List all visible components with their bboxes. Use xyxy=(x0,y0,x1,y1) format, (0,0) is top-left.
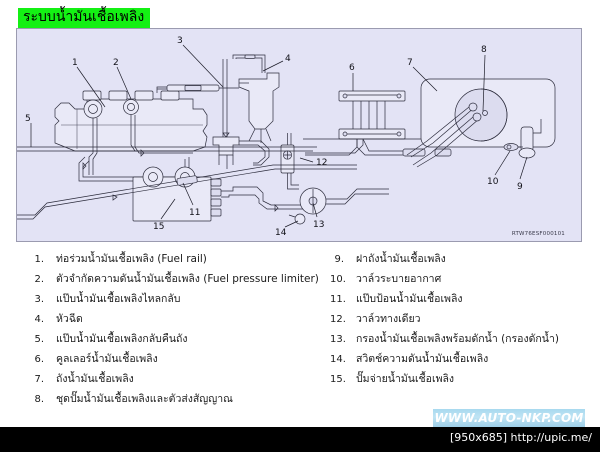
fuel-system-diagram-panel: 1 2 3 4 5 6 7 8 9 10 11 12 13 14 15 RTW7… xyxy=(16,28,582,242)
injector-assembly-graphic xyxy=(232,54,280,143)
list-item-number: 7. xyxy=(34,374,44,385)
list-item-number: 4. xyxy=(34,314,44,325)
list-item: 7. ถังน้ำมันเชื้อเพลิง xyxy=(30,370,330,390)
parts-list-left-column: 1. ท่อร่วมน้ำมันเชื้อเพลิง (Fuel rail) 2… xyxy=(30,250,330,410)
diagram-reference-code: RTW76ESF000101 xyxy=(511,231,565,237)
parts-list-right-column: 9. ฝาถังน้ำมันเชื้อเพลิง 10. วาล์วระบายอ… xyxy=(330,250,600,390)
list-item-label: หัวฉีด xyxy=(56,313,83,325)
callout-15: 15 xyxy=(153,222,164,232)
list-item-label: กรองน้ำมันเชื้อเพลิงพร้อมดักน้ำ (กรองดัก… xyxy=(356,333,559,345)
page-title: ระบบน้ำมันเชื้อเพลิง xyxy=(18,8,151,28)
return-line-graphic xyxy=(222,59,228,137)
callout-12: 12 xyxy=(316,158,327,168)
callout-numbers: 1 2 3 4 5 6 7 8 9 10 11 12 13 14 15 xyxy=(25,36,523,238)
list-item-label: ฝาถังน้ำมันเชื้อเพลิง xyxy=(356,253,446,265)
image-size-and-host-text: [950x685] http://upic.me/ xyxy=(449,431,592,444)
list-item: 14. สวิตช์ความดันน้ำมันเชื้อเพลิง xyxy=(330,350,600,370)
page-title-container: ระบบน้ำมันเชื้อเพลิง xyxy=(18,6,151,28)
list-item: 1. ท่อร่วมน้ำมันเชื้อเพลิง (Fuel rail) xyxy=(30,250,330,270)
list-item-number: 10. xyxy=(330,274,346,285)
list-item-label: ปั๊มจ่ายน้ำมันเชื้อเพลิง xyxy=(356,373,455,385)
list-item: 6. คูลเลอร์น้ำมันเชื้อเพลิง xyxy=(30,350,330,370)
callout-7: 7 xyxy=(407,58,413,68)
callout-6: 6 xyxy=(349,63,355,73)
callout-2: 2 xyxy=(113,58,119,68)
list-item: 13. กรองน้ำมันเชื้อเพลิงพร้อมดักน้ำ (กรอ… xyxy=(330,330,600,350)
list-item-label: วาล์วทางเดียว xyxy=(356,313,421,325)
callout-8: 8 xyxy=(481,45,487,55)
list-item: 8. ชุดปั๊มน้ำมันเชื้อเพลิงและตัวส่งสัญญา… xyxy=(30,390,330,410)
list-item: 4. หัวฉีด xyxy=(30,310,330,330)
callout-leaders xyxy=(30,44,528,228)
callout-10: 10 xyxy=(487,177,499,187)
list-item-number: 3. xyxy=(34,294,44,305)
callout-14: 14 xyxy=(275,228,287,238)
list-item-label: แป๊บน้ำมันเชื้อเพลิงไหลกลับ xyxy=(56,293,181,305)
site-watermark: WWW.AUTO-NKP.COM xyxy=(433,409,585,427)
list-item-label: ตัวจำกัดความดันน้ำมันเชื้อเพลิง (Fuel pr… xyxy=(56,273,319,285)
list-item: 3. แป๊บน้ำมันเชื้อเพลิงไหลกลับ xyxy=(30,290,330,310)
list-item-label: แป๊บป้อนน้ำมันเชื้อเพลิง xyxy=(356,293,463,305)
fuel-rail-graphic xyxy=(156,84,239,93)
callout-4: 4 xyxy=(285,54,291,64)
list-item-number: 6. xyxy=(34,354,44,365)
fuel-filter-graphic xyxy=(249,186,389,225)
list-item-number: 15. xyxy=(330,374,346,385)
list-item: 15. ปั๊มจ่ายน้ำมันเชื้อเพลิง xyxy=(330,370,600,390)
feed-pipe-graphic xyxy=(17,164,357,220)
list-item: 9. ฝาถังน้ำมันเชื้อเพลิง xyxy=(330,250,600,270)
callout-9: 9 xyxy=(517,182,523,192)
list-item-number: 12. xyxy=(330,314,346,325)
supply-lines-graphic xyxy=(78,115,230,182)
list-item-label: ท่อร่วมน้ำมันเชื้อเพลิง (Fuel rail) xyxy=(56,253,207,265)
callout-3: 3 xyxy=(177,36,183,46)
list-item-label: ชุดปั๊มน้ำมันเชื้อเพลิงและตัวส่งสัญญาณ xyxy=(56,393,233,405)
list-item-label: สวิตช์ความดันน้ำมันเชื้อเพลิง xyxy=(356,353,489,365)
site-watermark-text: WWW.AUTO-NKP.COM xyxy=(434,411,584,425)
list-item: 10. วาล์วระบายอากาศ xyxy=(330,270,600,290)
callout-13: 13 xyxy=(313,220,324,230)
callout-11: 11 xyxy=(189,208,200,218)
list-item-number: 8. xyxy=(34,394,44,405)
callout-1: 1 xyxy=(72,58,78,68)
list-item-label: ถังน้ำมันเชื้อเพลิง xyxy=(56,373,134,385)
list-item-number: 14. xyxy=(330,354,346,365)
list-item-number: 2. xyxy=(34,274,44,285)
fuel-system-diagram-svg: 1 2 3 4 5 6 7 8 9 10 11 12 13 14 15 xyxy=(17,36,556,238)
list-item-number: 13. xyxy=(330,334,346,345)
fuel-cooler-graphic xyxy=(305,90,452,157)
list-item-number: 11. xyxy=(330,294,346,305)
t-junction-graphic xyxy=(212,136,270,169)
list-item: 2. ตัวจำกัดความดันน้ำมันเชื้อเพลิง (Fuel… xyxy=(30,270,330,290)
check-valve-graphic xyxy=(280,133,299,190)
list-item: 11. แป๊บป้อนน้ำมันเชื้อเพลิง xyxy=(330,290,600,310)
list-item: 5. แป๊บน้ำมันเชื้อเพลิงกลับคืนถัง xyxy=(30,330,330,350)
list-item-label: คูลเลอร์น้ำมันเชื้อเพลิง xyxy=(56,353,158,365)
list-item: 12. วาล์วทางเดียว xyxy=(330,310,600,330)
fuel-tank-graphic xyxy=(406,78,556,168)
list-item-number: 5. xyxy=(34,334,44,345)
list-item-label: แป๊บน้ำมันเชื้อเพลิงกลับคืนถัง xyxy=(56,333,188,345)
callout-5: 5 xyxy=(25,114,31,124)
list-item-number: 9. xyxy=(334,254,344,265)
bottom-info-bar: [950x685] http://upic.me/ xyxy=(0,427,600,452)
list-item-number: 1. xyxy=(34,254,44,265)
list-item-label: วาล์วระบายอากาศ xyxy=(356,273,442,285)
